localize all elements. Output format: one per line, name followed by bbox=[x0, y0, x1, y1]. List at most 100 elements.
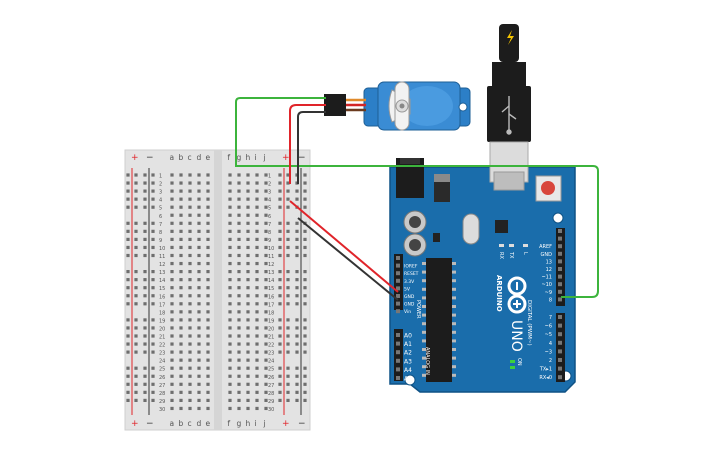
rail-hole[interactable] bbox=[126, 326, 130, 330]
rail-hole[interactable] bbox=[295, 221, 299, 225]
breadboard-hole[interactable] bbox=[206, 366, 210, 370]
breadboard-hole[interactable] bbox=[188, 406, 192, 411]
breadboard-hole[interactable] bbox=[246, 382, 250, 386]
breadboard-hole[interactable] bbox=[264, 205, 268, 209]
rail-hole[interactable] bbox=[126, 334, 130, 338]
reset-button-cap[interactable] bbox=[541, 181, 555, 195]
breadboard-hole[interactable] bbox=[170, 213, 174, 217]
digital-pin[interactable] bbox=[558, 259, 562, 264]
breadboard-hole[interactable] bbox=[179, 334, 183, 338]
rail-hole[interactable] bbox=[143, 326, 147, 330]
breadboard-hole[interactable] bbox=[206, 213, 210, 217]
breadboard-hole[interactable] bbox=[237, 342, 241, 346]
rail-hole[interactable] bbox=[303, 350, 307, 354]
breadboard-hole[interactable] bbox=[264, 278, 268, 282]
breadboard-hole[interactable] bbox=[179, 237, 183, 241]
rail-hole[interactable] bbox=[143, 197, 147, 201]
breadboard-hole[interactable] bbox=[188, 294, 192, 298]
breadboard-hole[interactable] bbox=[206, 406, 210, 411]
breadboard-hole[interactable] bbox=[170, 294, 174, 298]
breadboard-hole[interactable] bbox=[197, 229, 201, 233]
rail-hole[interactable] bbox=[126, 189, 130, 193]
breadboard-hole[interactable] bbox=[255, 270, 259, 274]
breadboard-hole[interactable] bbox=[206, 229, 210, 233]
rail-hole[interactable] bbox=[286, 229, 290, 233]
breadboard-hole[interactable] bbox=[197, 398, 201, 402]
rail-hole[interactable] bbox=[303, 326, 307, 330]
breadboard-hole[interactable] bbox=[188, 390, 192, 394]
rail-hole[interactable] bbox=[286, 342, 290, 346]
rail-hole[interactable] bbox=[295, 326, 299, 330]
rail-hole[interactable] bbox=[143, 294, 147, 298]
breadboard-hole[interactable] bbox=[246, 374, 250, 378]
breadboard-hole[interactable] bbox=[246, 302, 250, 306]
breadboard-hole[interactable] bbox=[255, 286, 259, 290]
rail-hole[interactable] bbox=[126, 342, 130, 346]
rail-hole[interactable] bbox=[278, 270, 282, 274]
breadboard-hole[interactable] bbox=[255, 173, 259, 177]
rail-hole[interactable] bbox=[151, 237, 155, 241]
rail-hole[interactable] bbox=[295, 253, 299, 258]
analog-pin[interactable] bbox=[396, 350, 400, 355]
breadboard-hole[interactable] bbox=[255, 205, 259, 209]
breadboard-hole[interactable] bbox=[206, 302, 210, 306]
breadboard-hole[interactable] bbox=[206, 237, 210, 241]
breadboard-hole[interactable] bbox=[237, 221, 241, 225]
breadboard-hole[interactable] bbox=[246, 358, 250, 362]
rail-hole[interactable] bbox=[286, 302, 290, 306]
breadboard-hole[interactable] bbox=[228, 173, 232, 177]
breadboard-hole[interactable] bbox=[179, 229, 183, 233]
breadboard-hole[interactable] bbox=[179, 253, 183, 258]
rail-hole[interactable] bbox=[278, 366, 282, 370]
rail-hole[interactable] bbox=[134, 286, 138, 290]
breadboard-hole[interactable] bbox=[246, 406, 250, 411]
breadboard-hole[interactable] bbox=[179, 302, 183, 306]
rail-hole[interactable] bbox=[126, 286, 130, 290]
breadboard-hole[interactable] bbox=[228, 358, 232, 362]
breadboard-hole[interactable] bbox=[264, 406, 268, 411]
rail-hole[interactable] bbox=[151, 382, 155, 386]
rail-hole[interactable] bbox=[151, 390, 155, 394]
rail-hole[interactable] bbox=[286, 374, 290, 378]
breadboard-hole[interactable] bbox=[188, 189, 192, 193]
breadboard-hole[interactable] bbox=[237, 245, 241, 250]
breadboard-hole[interactable] bbox=[170, 318, 174, 322]
breadboard-hole[interactable] bbox=[179, 181, 183, 185]
breadboard-hole[interactable] bbox=[170, 382, 174, 386]
rail-hole[interactable] bbox=[286, 221, 290, 225]
breadboard-hole[interactable] bbox=[197, 286, 201, 290]
rail-hole[interactable] bbox=[143, 253, 147, 258]
breadboard-hole[interactable] bbox=[206, 181, 210, 185]
breadboard-hole[interactable] bbox=[246, 334, 250, 338]
breadboard-hole[interactable] bbox=[179, 406, 183, 411]
rail-hole[interactable] bbox=[278, 302, 282, 306]
rail-hole[interactable] bbox=[151, 366, 155, 370]
breadboard-hole[interactable] bbox=[197, 261, 201, 266]
rail-hole[interactable] bbox=[278, 278, 282, 282]
breadboard-hole[interactable] bbox=[206, 245, 210, 250]
breadboard-hole[interactable] bbox=[255, 278, 259, 282]
breadboard-hole[interactable] bbox=[228, 278, 232, 282]
breadboard-hole[interactable] bbox=[237, 181, 241, 185]
rail-hole[interactable] bbox=[134, 278, 138, 282]
breadboard-hole[interactable] bbox=[170, 358, 174, 362]
rail-hole[interactable] bbox=[278, 326, 282, 330]
rail-hole[interactable] bbox=[126, 173, 130, 177]
breadboard-hole[interactable] bbox=[170, 205, 174, 209]
breadboard-hole[interactable] bbox=[188, 253, 192, 258]
breadboard-hole[interactable] bbox=[197, 382, 201, 386]
rail-hole[interactable] bbox=[151, 302, 155, 306]
digital-pin[interactable] bbox=[558, 251, 562, 256]
breadboard-hole[interactable] bbox=[237, 253, 241, 258]
breadboard-hole[interactable] bbox=[255, 237, 259, 241]
breadboard-hole[interactable] bbox=[228, 390, 232, 394]
rail-hole[interactable] bbox=[286, 294, 290, 298]
breadboard-hole[interactable] bbox=[228, 334, 232, 338]
breadboard-hole[interactable] bbox=[228, 213, 232, 217]
breadboard-hole[interactable] bbox=[179, 350, 183, 354]
rail-hole[interactable] bbox=[143, 270, 147, 274]
breadboard-hole[interactable] bbox=[237, 350, 241, 354]
breadboard-hole[interactable] bbox=[179, 173, 183, 177]
breadboard-hole[interactable] bbox=[188, 181, 192, 185]
breadboard-hole[interactable] bbox=[197, 366, 201, 370]
